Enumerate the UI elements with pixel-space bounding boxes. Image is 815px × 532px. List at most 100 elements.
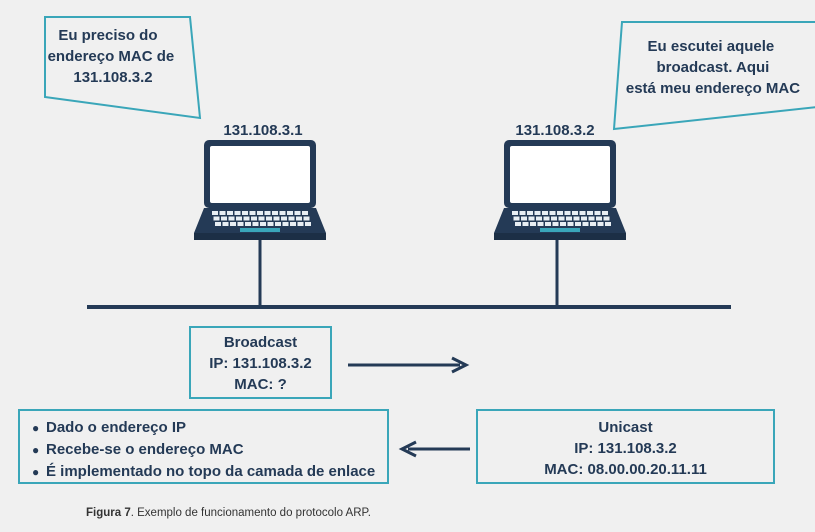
keyboard-key — [549, 211, 556, 215]
keyboard-key — [602, 211, 608, 215]
keyboard-key — [296, 216, 302, 221]
keyboard-key — [281, 216, 287, 221]
keyboard-key — [288, 216, 295, 221]
keyboard-key — [297, 222, 304, 226]
keyboard-key — [530, 222, 536, 226]
keyboard-key — [596, 216, 602, 221]
keyboard-key — [234, 211, 241, 215]
keyboard-key — [513, 216, 520, 221]
keyboard-key — [222, 222, 229, 226]
keyboard-key — [228, 216, 235, 221]
keyboard-key — [567, 222, 574, 226]
keyboard-key — [605, 222, 611, 226]
keyboard-key — [581, 216, 587, 221]
keyboard-key — [275, 222, 281, 226]
keyboard-key — [512, 211, 518, 215]
keyboard-key — [260, 222, 266, 226]
keyboard-key — [243, 216, 250, 221]
keyboard-key — [543, 216, 550, 221]
keyboard-key — [266, 216, 272, 221]
left-bubble-line: Eu preciso do — [58, 27, 157, 44]
keyboard-key — [579, 211, 586, 215]
keyboard-key — [536, 216, 542, 221]
keyboard-key — [566, 216, 572, 221]
unicast-box: Unicast IP: 131.108.3.2 MAC: 08.00.00.20… — [476, 409, 775, 484]
keyboard-key — [521, 216, 527, 221]
keyboard-key — [237, 222, 244, 226]
keyboard-key — [251, 216, 257, 221]
right-bubble-line: está meu endereço MAC — [626, 80, 800, 97]
left-laptop-icon — [194, 140, 326, 240]
left-host-ip: 131.108.3.1 — [223, 122, 302, 139]
keyboard-key — [575, 222, 581, 226]
keyboard-key — [603, 216, 610, 221]
keyboard-key — [257, 211, 263, 215]
arrow-right-icon — [348, 356, 470, 374]
keyboard-key — [213, 216, 220, 221]
right-bubble-line: broadcast. Aqui — [657, 59, 770, 76]
keyboard-key — [534, 211, 541, 215]
keyboard-key — [528, 216, 535, 221]
keyboard-key — [522, 222, 529, 226]
caption-text: . Exemplo de funcionamento do protocolo … — [130, 507, 371, 519]
right-laptop-icon — [494, 140, 626, 240]
keyboard-key — [215, 222, 221, 226]
arrow-left-icon — [398, 440, 470, 458]
keyboard-key — [219, 211, 226, 215]
keyboard-key — [267, 222, 274, 226]
keyboard-key — [560, 222, 566, 226]
unicast-ip: IP: 131.108.3.2 — [574, 440, 677, 457]
keyboard-key — [590, 222, 596, 226]
keyboard-key — [294, 211, 301, 215]
keyboard-key — [249, 211, 256, 215]
keyboard-key — [552, 222, 559, 226]
keyboard-key — [572, 211, 578, 215]
keyboard-key — [305, 222, 311, 226]
keyboard-key — [587, 211, 593, 215]
keyboard-key — [279, 211, 286, 215]
caption-label: Figura 7 — [86, 507, 131, 519]
right-speech-bubble — [612, 21, 815, 131]
keyboard-key — [258, 216, 265, 221]
keyboard-key — [272, 211, 278, 215]
left-bubble-text: Eu preciso do endereço MAC de 131.108.3.… — [48, 27, 179, 86]
keyboard-key — [558, 216, 565, 221]
keyboard-key — [227, 211, 233, 215]
keyboard-key — [557, 211, 563, 215]
left-bubble-line: 131.108.3.2 — [73, 69, 152, 86]
keyboard-key — [302, 211, 308, 215]
keyboard-key — [242, 211, 248, 215]
keyboard-key — [582, 222, 589, 226]
left-speech-bubble — [44, 16, 202, 120]
keyboard-key — [551, 216, 557, 221]
notes-box: Dado o endereço IP Recebe-se o endereço … — [18, 409, 389, 484]
keyboard-key — [597, 222, 604, 226]
keyboard-key — [303, 216, 310, 221]
keyboard-key — [212, 211, 218, 215]
keyboard-key — [221, 216, 227, 221]
broadcast-box: Broadcast IP: 131.108.3.2 MAC: ? — [189, 326, 332, 399]
keyboard-key — [588, 216, 595, 221]
keyboard-key — [519, 211, 526, 215]
keyboard-key — [594, 211, 601, 215]
broadcast-ip: IP: 131.108.3.2 — [209, 355, 312, 372]
right-bubble-line: Eu escutei aquele — [648, 38, 775, 55]
right-bubble-text: Eu escutei aquele broadcast. Aqui está m… — [626, 38, 800, 97]
keyboard-key — [245, 222, 251, 226]
broadcast-mac: MAC: ? — [234, 376, 287, 393]
keyboard-key — [537, 222, 544, 226]
keyboard-key — [282, 222, 289, 226]
note-item: Recebe-se o endereço MAC — [32, 439, 377, 461]
note-item: É implementado no topo da camada de enla… — [32, 461, 377, 483]
keyboard-key — [542, 211, 548, 215]
right-host-ip: 131.108.3.2 — [515, 122, 594, 139]
keyboard-key — [290, 222, 296, 226]
keyboard-key — [545, 222, 551, 226]
keyboard-key — [287, 211, 293, 215]
keyboard-key — [252, 222, 259, 226]
keyboard-key — [527, 211, 533, 215]
keyboard-key — [564, 211, 571, 215]
keyboard-key — [230, 222, 236, 226]
keyboard-key — [236, 216, 242, 221]
